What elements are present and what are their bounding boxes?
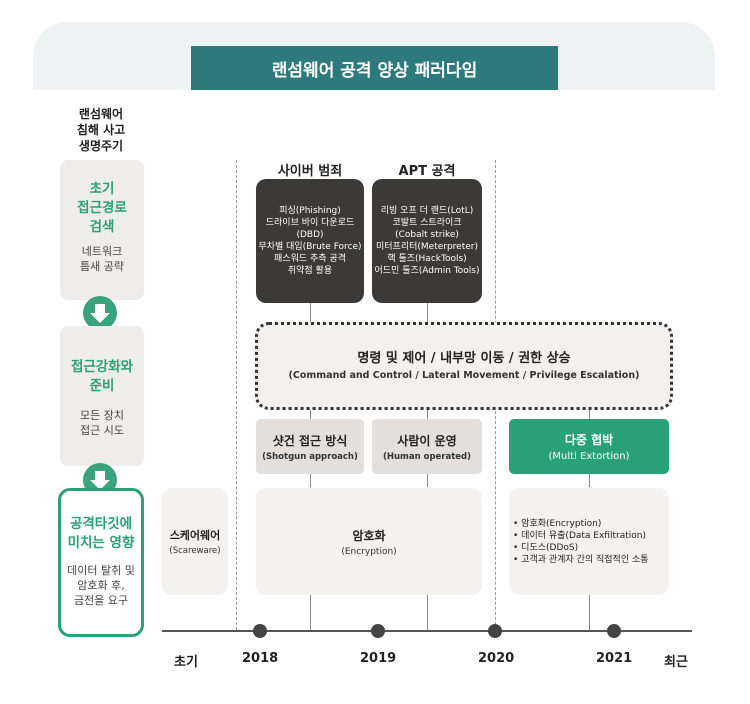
stage-heading: 공격타깃에 미치는 영향 — [67, 516, 135, 551]
apt-label: APT 공격 — [398, 164, 456, 179]
shotgun-box: 샷건 접근 방식 (Shotgun approach) — [256, 419, 364, 474]
command-title: 명령 및 제어 / 내부망 이동 / 권한 상승 — [357, 351, 571, 366]
multi-extortion-box: 다중 협박 (Multi Extortion) — [509, 419, 669, 474]
timeline-axis — [162, 630, 692, 632]
apt-box: 리빙 오프 더 랜드(LotL) 코발트 스트라이크 (Cobalt strik… — [372, 179, 482, 303]
timeline-label-recent: 최근 — [664, 655, 688, 670]
connector-line — [589, 406, 590, 419]
timeline-label-2019: 2019 — [360, 651, 397, 666]
stage-preparation: 접근강화와 준비 모든 장치 접근 시도 — [60, 326, 144, 466]
recent-methods-box: • 암호화(Encryption) • 데이터 유출(Data Exfiltra… — [509, 488, 669, 595]
connector-line — [427, 302, 428, 322]
stage-description: 데이터 탈취 및 암호화 후, 금전을 요구 — [67, 564, 135, 607]
command-subtitle: (Command and Control / Lateral Movement … — [288, 370, 640, 381]
stage-description: 네트워크 틈새 공략 — [80, 245, 124, 273]
stage-heading: 접근강화와 준비 — [70, 359, 134, 394]
scareware-box: 스케어웨어 (Scareware) — [162, 488, 228, 595]
stage-initial-access: 초기 접근경로 검색 네트워크 틈새 공략 — [60, 160, 144, 300]
timeline-label-early: 초기 — [174, 655, 198, 670]
connector-line — [589, 595, 590, 630]
divider-2018 — [236, 160, 237, 630]
connector-line — [310, 595, 311, 630]
connector-line — [427, 406, 428, 419]
timeline-label-2020: 2020 — [478, 651, 515, 666]
connector-line — [427, 474, 428, 487]
stage-impact: 공격타깃에 미치는 영향 데이터 탈취 및 암호화 후, 금전을 요구 — [58, 488, 144, 637]
arrow-down-icon — [83, 296, 117, 330]
connector-line — [427, 595, 428, 630]
connector-line — [310, 406, 311, 419]
timeline-dot — [607, 624, 621, 638]
cybercrime-label: 사이버 범죄 — [277, 164, 343, 179]
stage-heading: 초기 접근경로 검색 — [77, 181, 127, 235]
timeline-label-2018: 2018 — [242, 651, 279, 666]
connector-line — [310, 474, 311, 487]
encryption-box: 암호화 (Encryption) — [256, 488, 482, 595]
timeline-label-2021: 2021 — [596, 651, 633, 666]
timeline-dot — [488, 624, 502, 638]
connector-line — [310, 302, 311, 322]
timeline-dot — [253, 624, 267, 638]
lifecycle-title: 랜섬웨어 침해 사고 생명주기 — [76, 107, 126, 153]
timeline-dot — [371, 624, 385, 638]
connector-line — [589, 474, 590, 487]
stage-description: 모든 장치 접근 시도 — [80, 409, 124, 437]
page-title: 랜섬웨어 공격 양상 패러다임 — [191, 46, 558, 90]
cybercrime-box: 피싱(Phishing) 드라이브 바이 다운로드 (DBD) 무차별 대입(B… — [256, 179, 364, 303]
command-control-box: 명령 및 제어 / 내부망 이동 / 권한 상승 (Command and Co… — [255, 322, 673, 410]
human-operated-box: 사람이 운영 (Human operated) — [372, 419, 482, 474]
